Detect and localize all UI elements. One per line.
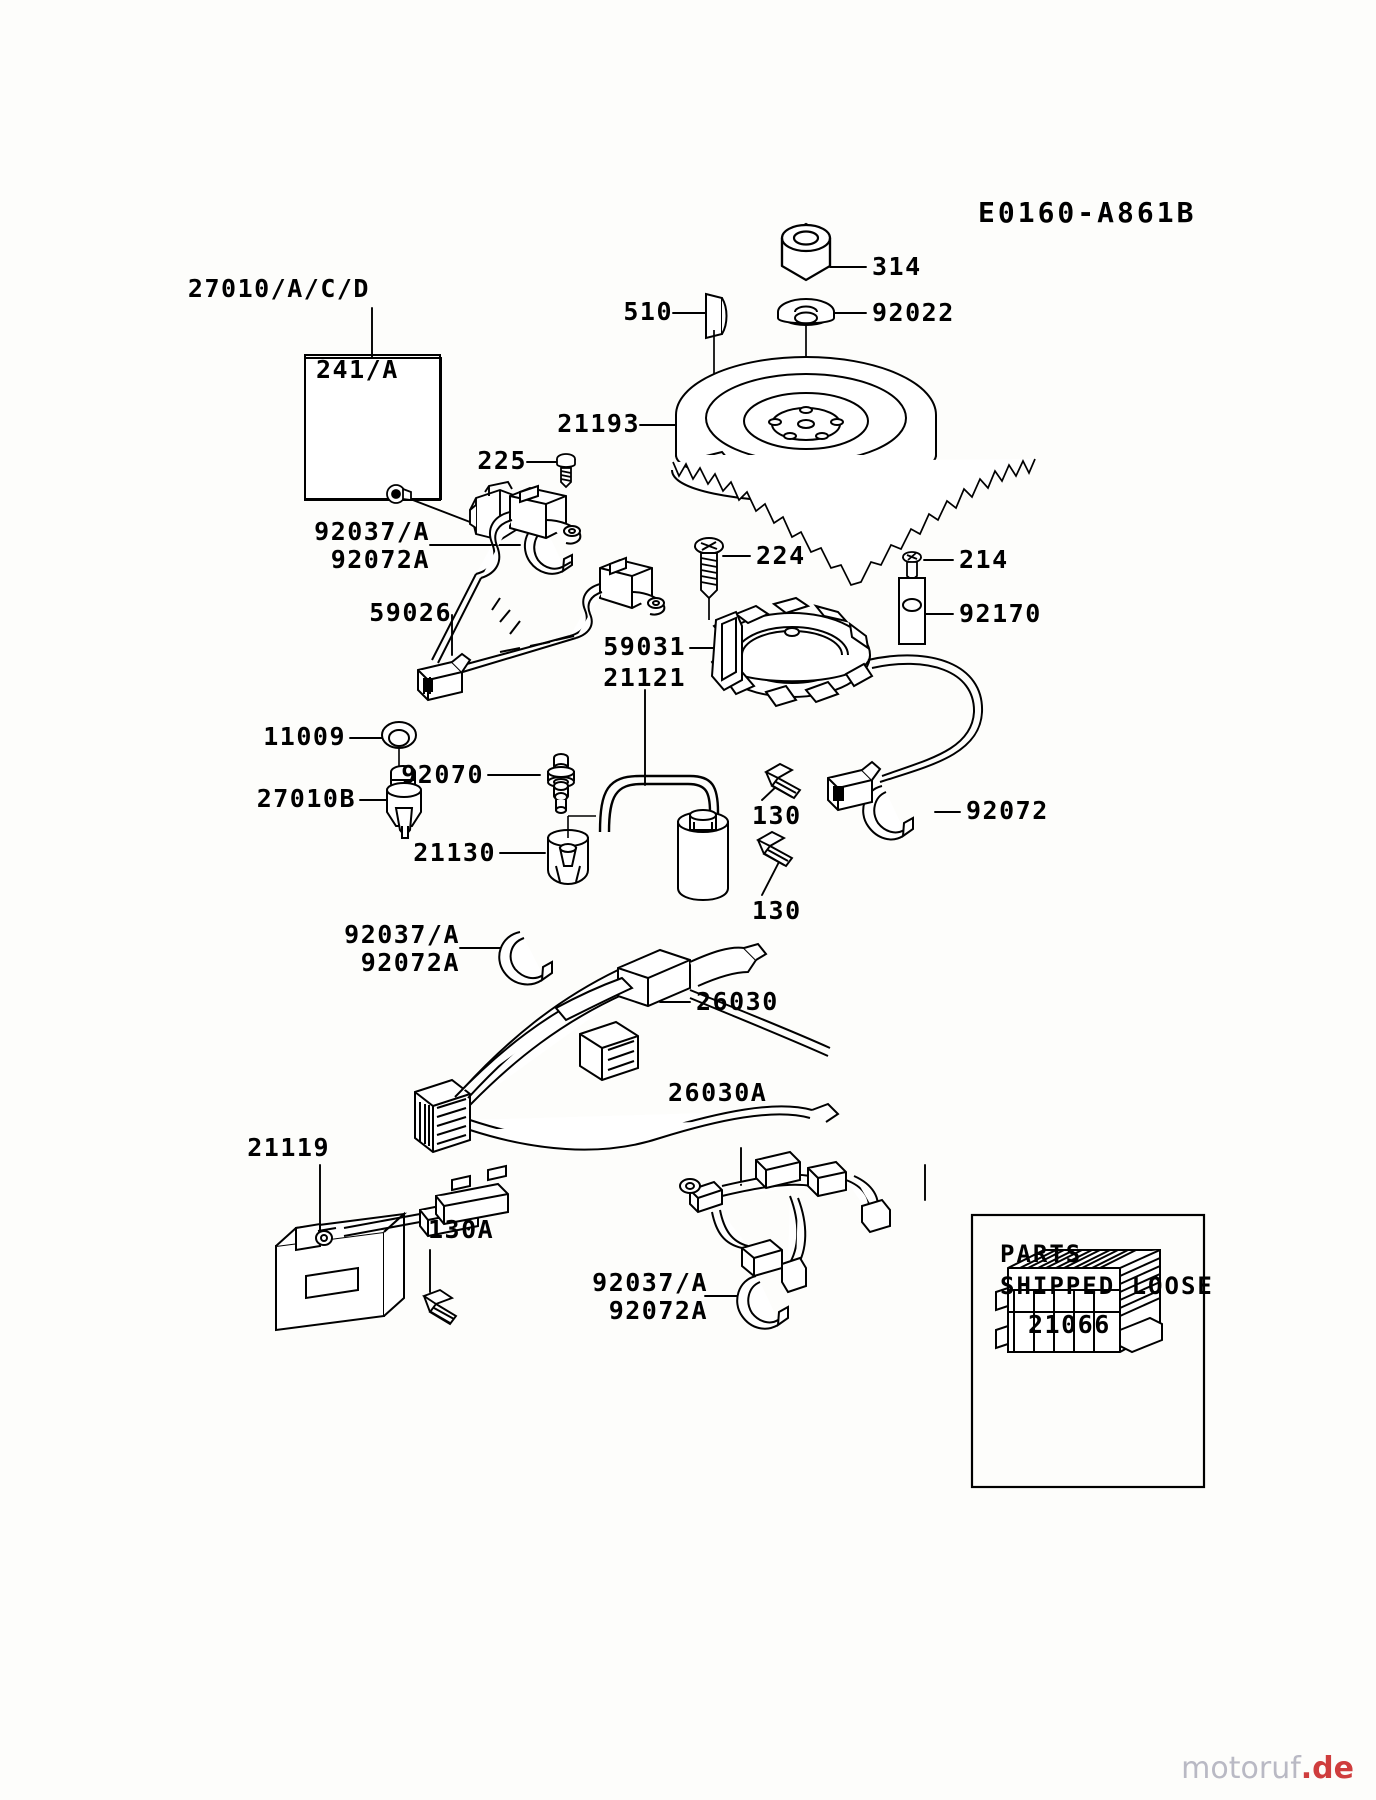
callout-21130: 21130	[413, 838, 496, 867]
callout-59031: 59031	[603, 632, 686, 661]
callout-92037a-bottom: 92037/A	[592, 1268, 708, 1297]
callout-214: 214	[959, 545, 1009, 574]
callout-225: 225	[477, 446, 527, 475]
callout-27010acd: 27010/A/C/D	[187, 274, 370, 303]
callout-130-top: 130	[752, 801, 802, 830]
callout-314: 314	[872, 252, 922, 281]
callout-224: 224	[756, 541, 806, 570]
callout-510: 510	[623, 297, 673, 326]
callout-92022: 92022	[872, 298, 955, 327]
callout-92037a-upper: 92037/A	[314, 517, 430, 546]
callout-92072a-mid: 92072A	[360, 948, 460, 977]
callout-26030: 26030	[696, 987, 779, 1016]
callout-130-bottom: 130	[752, 896, 802, 925]
callout-11009: 11009	[263, 722, 346, 751]
watermark-suffix: .de	[1300, 1751, 1354, 1786]
callout-59026: 59026	[369, 598, 452, 627]
callout-92072: 92072	[966, 796, 1049, 825]
callout-92072a-upper: 92072A	[330, 545, 430, 574]
watermark: motoruf.de	[1181, 1751, 1354, 1786]
callout-21066: 21066	[1028, 1310, 1111, 1339]
page-title: E0160-A861B	[978, 196, 1197, 229]
callout-26030a: 26030A	[668, 1078, 768, 1107]
shipped-loose-line2: SHIPPED LOOSE	[1000, 1272, 1214, 1300]
callout-92170: 92170	[959, 599, 1042, 628]
watermark-prefix: motoruf	[1181, 1751, 1301, 1786]
callout-92037a-mid: 92037/A	[344, 920, 460, 949]
callout-92070: 92070	[401, 760, 484, 789]
callout-130a: 130A	[428, 1215, 495, 1244]
shipped-loose-line1: PARTS	[1000, 1240, 1083, 1268]
callout-21121: 21121	[603, 663, 686, 692]
callout-21119: 21119	[247, 1133, 330, 1162]
callout-92072a-bottom: 92072A	[608, 1296, 708, 1325]
callout-241a: 241/A	[316, 355, 399, 384]
callout-21193: 21193	[557, 409, 640, 438]
callout-27010b: 27010B	[256, 784, 356, 813]
